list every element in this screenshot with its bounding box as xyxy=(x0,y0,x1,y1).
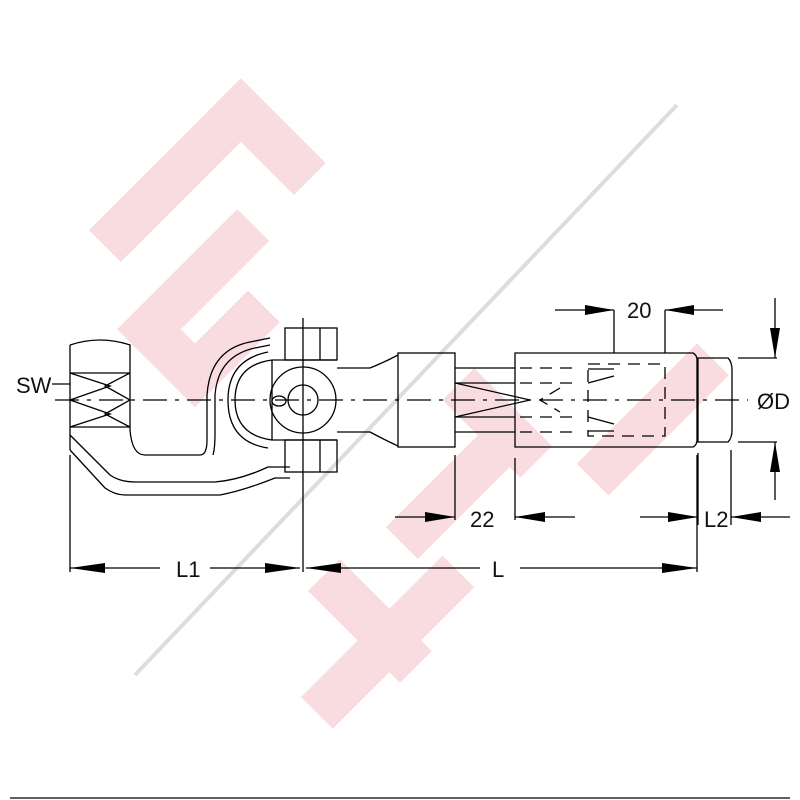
yoke xyxy=(227,327,338,473)
l2-label: L2 xyxy=(704,507,728,532)
dim-20-label: 20 xyxy=(627,298,651,323)
tube-end xyxy=(514,352,733,448)
hex-socket-jaw xyxy=(52,337,290,496)
watermark-logo xyxy=(88,78,729,729)
dim-22-label: 22 xyxy=(470,507,494,532)
dimension-lines xyxy=(69,298,790,573)
diameter-label: ØD xyxy=(757,389,790,414)
shaft xyxy=(337,352,531,448)
l-label: L xyxy=(492,557,504,582)
l1-label: L1 xyxy=(176,557,200,582)
sw-label: SW xyxy=(16,373,52,398)
watermark-line xyxy=(133,103,679,677)
